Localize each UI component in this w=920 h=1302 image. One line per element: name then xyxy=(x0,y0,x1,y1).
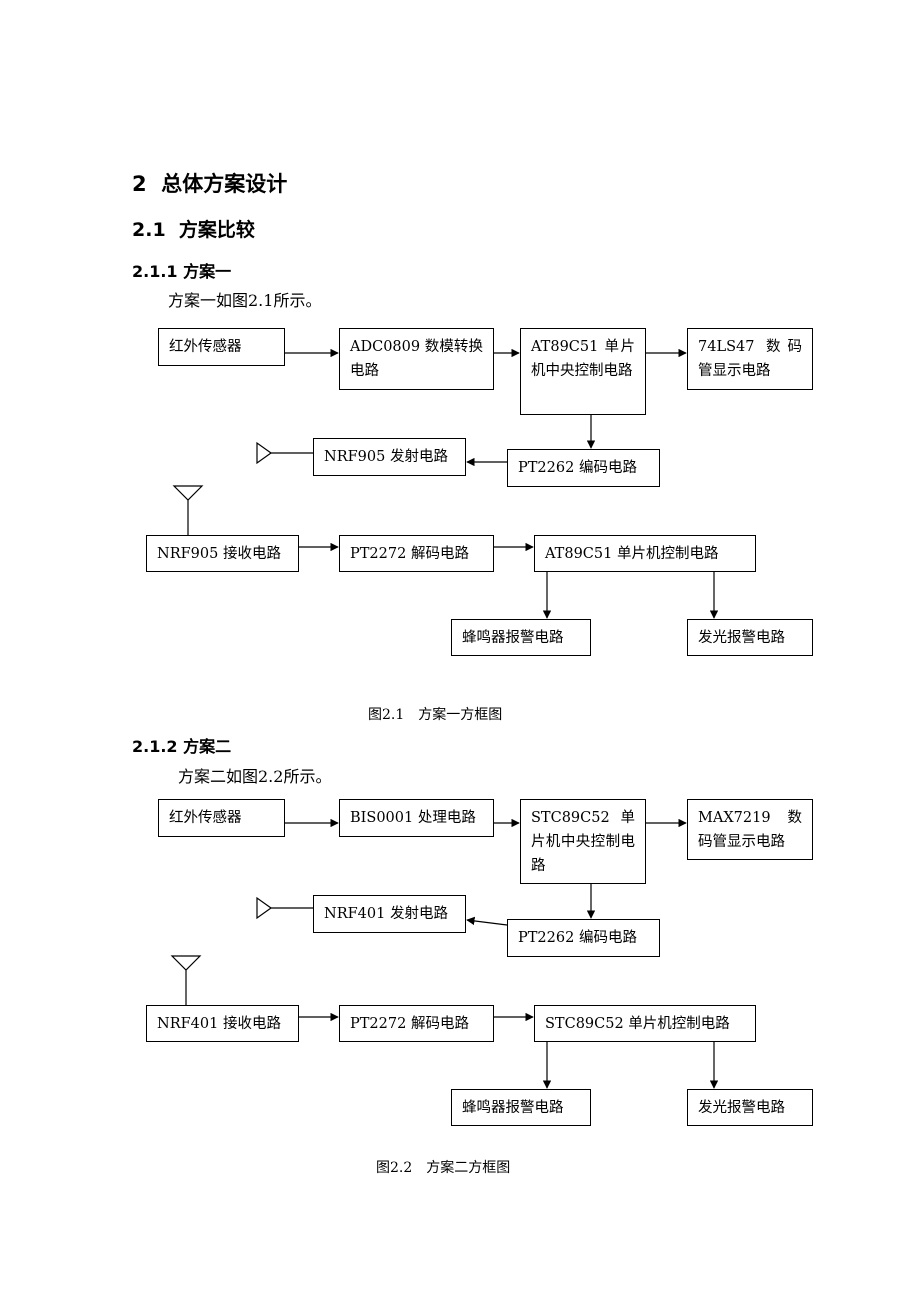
block2-light-alarm: 发光报警电路 xyxy=(687,1089,813,1126)
block-transmitter: NRF905 发射电路 xyxy=(313,438,466,476)
chapter-number: 2 xyxy=(132,172,147,196)
tx-antenna-icon xyxy=(256,441,273,465)
block2-mcu-central-control: STC89C52 单片机中央控制电路 xyxy=(520,799,646,884)
section-title: 方案比较 xyxy=(178,219,255,241)
block-encoder: PT2262 编码电路 xyxy=(507,449,660,487)
block2-mcu-control: STC89C52 单片机控制电路 xyxy=(534,1005,756,1042)
chapter-title: 总体方案设计 xyxy=(161,172,288,196)
block2-transmitter: NRF401 发射电路 xyxy=(313,895,466,933)
block2-display-driver: MAX7219 数码管显示电路 xyxy=(687,799,813,860)
rx-antenna-icon xyxy=(172,485,204,501)
section-number: 2.1 xyxy=(132,219,166,241)
block-receiver: NRF905 接收电路 xyxy=(146,535,299,572)
block-mcu-control: AT89C51 单片机控制电路 xyxy=(534,535,756,572)
figure-caption-2-1: 图2.1 方案一方框图 xyxy=(368,707,503,723)
arrow2-encoder-to-tx xyxy=(466,916,508,926)
subsection-heading-scheme1: 2.1.1 方案一 xyxy=(132,262,232,281)
subsection-heading-scheme2: 2.1.2 方案二 xyxy=(132,737,232,756)
figure-caption-2-2: 图2.2 方案二方框图 xyxy=(376,1160,511,1176)
block2-receiver: NRF401 接收电路 xyxy=(146,1005,299,1042)
block-display-driver: 74LS47 数码管显示电路 xyxy=(687,328,813,390)
block2-buzzer-alarm: 蜂鸣器报警电路 xyxy=(451,1089,591,1126)
block-light-alarm: 发光报警电路 xyxy=(687,619,813,656)
block-mcu-central-control: AT89C51 单片机中央控制电路 xyxy=(520,328,646,415)
tx2-antenna-icon xyxy=(256,896,273,920)
block-infrared-sensor: 红外传感器 xyxy=(158,328,285,366)
block2-encoder: PT2262 编码电路 xyxy=(507,919,660,957)
block2-bis-processor: BIS0001 处理电路 xyxy=(339,799,494,837)
block-buzzer-alarm: 蜂鸣器报警电路 xyxy=(451,619,591,656)
block2-infrared-sensor: 红外传感器 xyxy=(158,799,285,837)
rx2-antenna-icon xyxy=(170,955,202,971)
block-adc-converter: ADC0809 数模转换电路 xyxy=(339,328,494,390)
section-heading: 2.1 方案比较 xyxy=(132,215,255,242)
block-decoder: PT2272 解码电路 xyxy=(339,535,494,572)
scheme2-intro: 方案二如图2.2所示。 xyxy=(178,767,332,786)
chapter-heading: 2 总体方案设计 xyxy=(132,168,287,198)
block2-decoder: PT2272 解码电路 xyxy=(339,1005,494,1042)
scheme1-intro: 方案一如图2.1所示。 xyxy=(168,291,322,310)
